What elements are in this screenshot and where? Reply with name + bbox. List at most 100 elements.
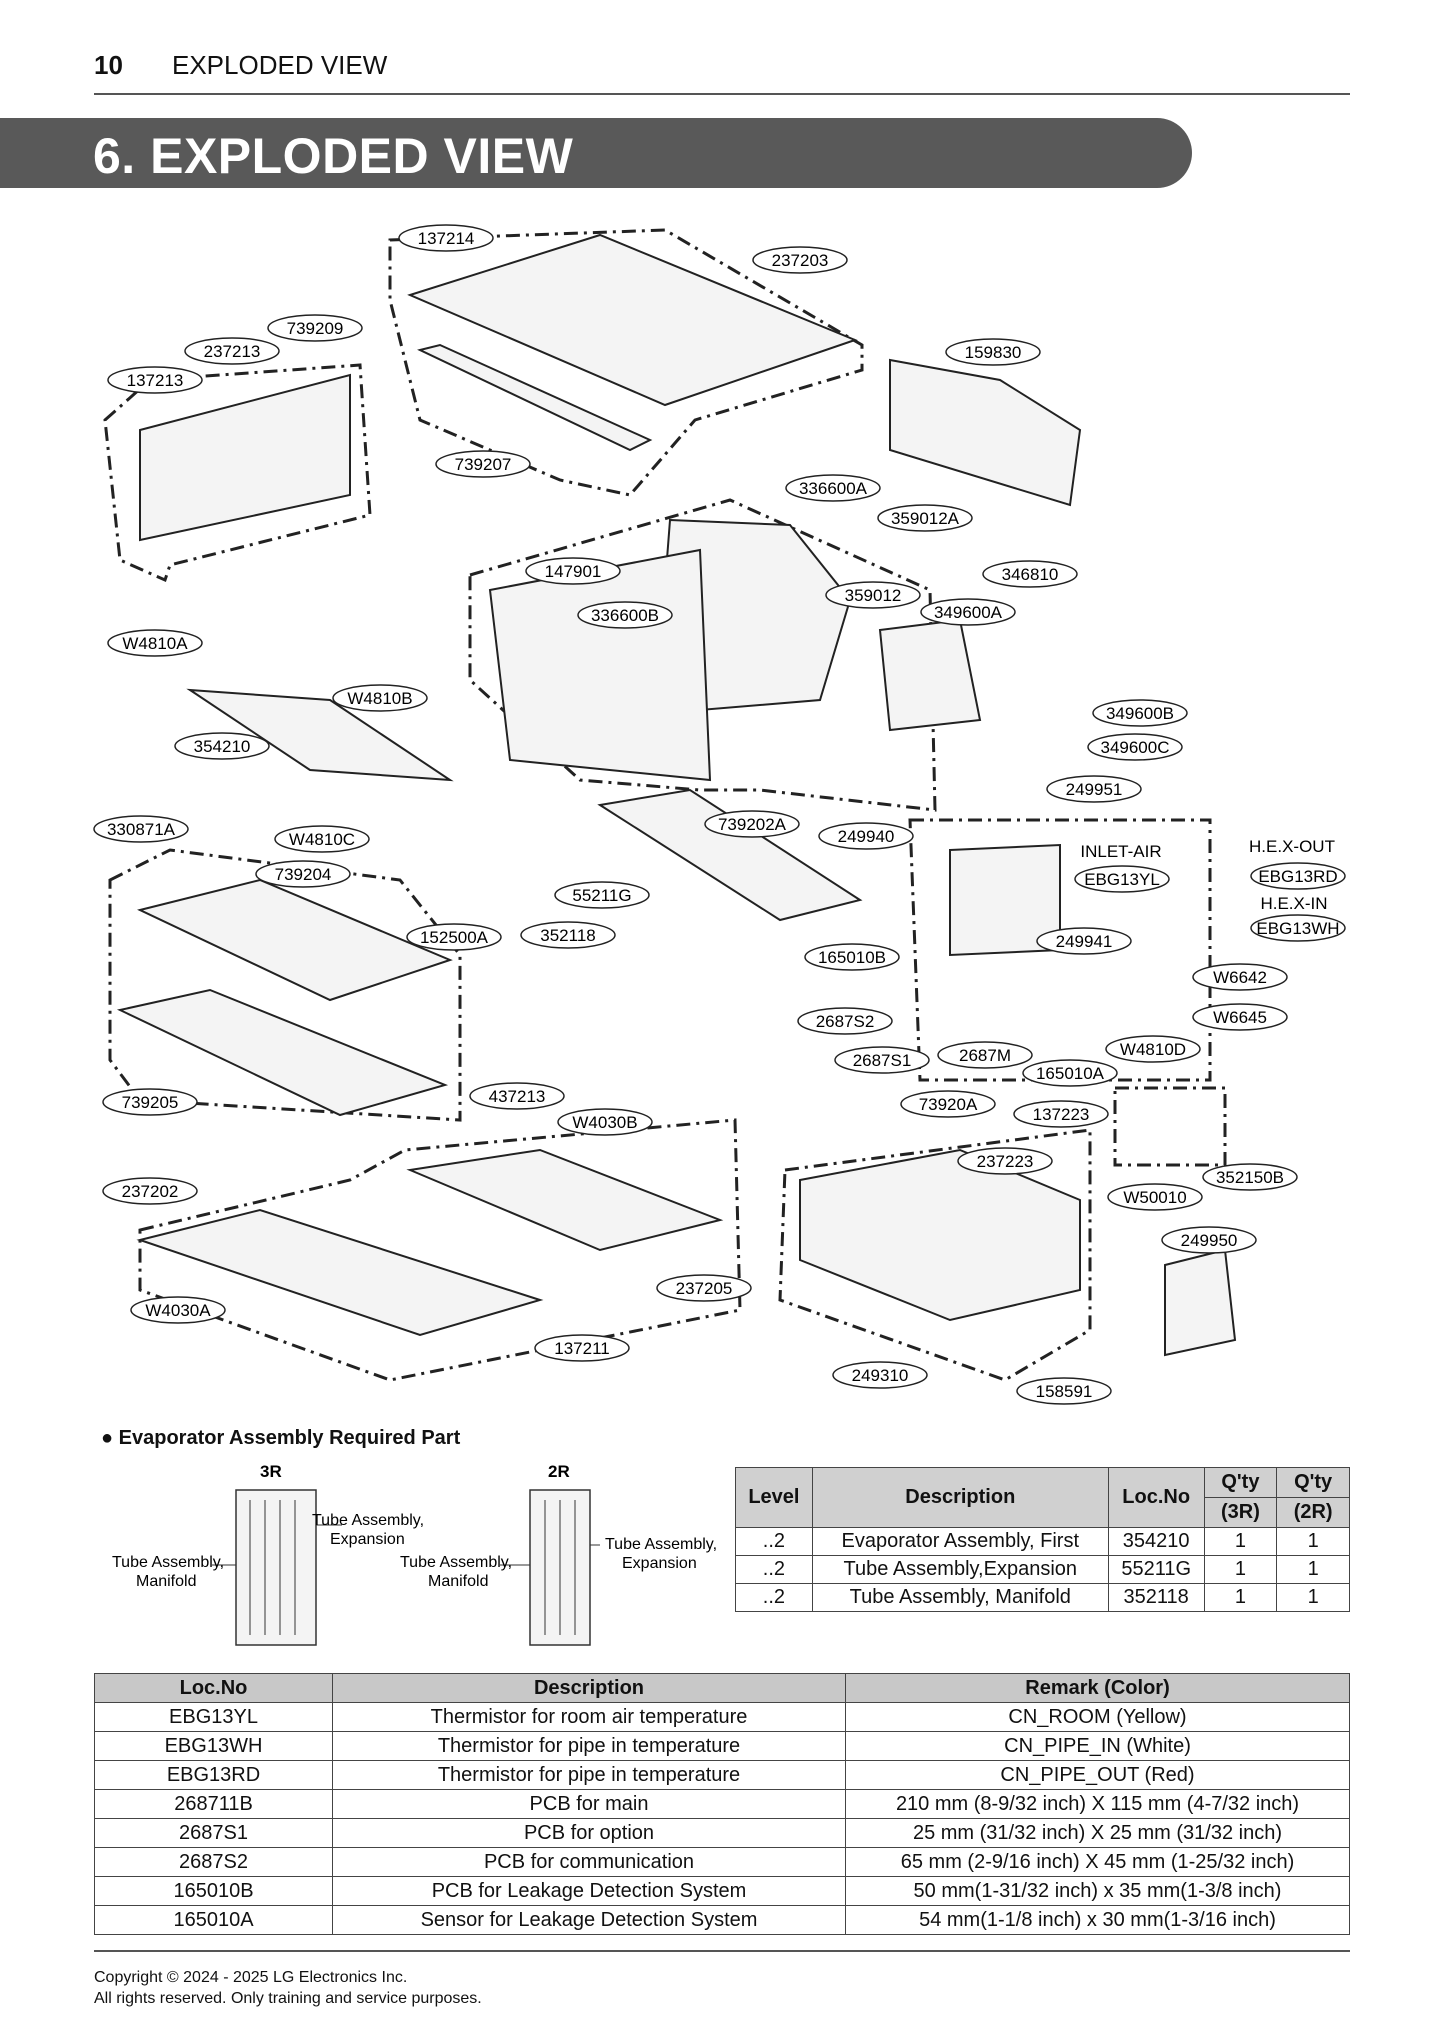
callout-22: 739202A xyxy=(704,810,800,838)
callout-43: 739205 xyxy=(102,1088,198,1116)
callout-bubble xyxy=(1046,775,1142,803)
callout-bubble xyxy=(1016,1377,1112,1405)
callout-bubble xyxy=(1161,1226,1257,1254)
location-cell: EBG13YL xyxy=(94,1702,333,1732)
drain-pan-lower-shape xyxy=(136,1208,544,1337)
callout-42: 165010A xyxy=(1022,1059,1118,1087)
callout-15: W4810B xyxy=(332,684,428,712)
callout-25: 55211G xyxy=(554,881,650,909)
callout-bubble xyxy=(834,1046,930,1074)
callout-bubble xyxy=(1036,927,1132,955)
col-level: Level xyxy=(735,1467,813,1528)
callout-label: 158591 xyxy=(1036,1382,1093,1401)
group-outline-control-box xyxy=(908,818,1212,1082)
location-cell: Thermistor for pipe in temperature xyxy=(332,1760,846,1790)
location-cell: PCB for main xyxy=(332,1789,846,1819)
group-outline-drain-pans xyxy=(138,1118,742,1382)
location-cell: 268711B xyxy=(94,1789,333,1819)
callout-47: W4030B xyxy=(557,1108,653,1136)
col-loc-remark: Remark (Color) xyxy=(845,1673,1350,1703)
callout-20: 330871A xyxy=(93,815,189,843)
callout-label: W4810C xyxy=(289,830,355,849)
inset-label-3r: 3R xyxy=(260,1462,282,1481)
callout-label: 249941 xyxy=(1056,932,1113,951)
callout-10: 346810 xyxy=(982,560,1078,588)
location-cell: PCB for communication xyxy=(332,1847,846,1877)
callout-45: 73920A xyxy=(900,1090,996,1118)
footer-divider xyxy=(94,1950,1350,1952)
callout-bubble xyxy=(102,1177,198,1205)
callout-28: H.E.X-OUT xyxy=(1249,837,1335,856)
callout-9: 147901 xyxy=(525,557,621,585)
location-cell: 165010B xyxy=(94,1876,333,1906)
callout-16: 349600B xyxy=(1092,699,1188,727)
required-part-cell: 55211G xyxy=(1107,1555,1205,1584)
location-cell: 65 mm (2-9/16 inch) X 45 mm (1-25/32 inc… xyxy=(845,1847,1350,1877)
callout-36: W6642 xyxy=(1192,963,1288,991)
col-loc-description: Description xyxy=(332,1673,846,1703)
callout-46: 137223 xyxy=(1013,1100,1109,1128)
required-part-cell: Tube Assembly, Manifold xyxy=(811,1583,1109,1612)
callout-35: 249941 xyxy=(1036,927,1132,955)
callout-56: 249310 xyxy=(832,1361,928,1389)
callout-label: 330871A xyxy=(107,820,176,839)
copyright-line-2: All rights reserved. Only training and s… xyxy=(94,1990,482,2007)
location-cell: 50 mm(1-31/32 inch) x 35 mm(1-3/8 inch) xyxy=(845,1876,1350,1906)
coil-3r-shape xyxy=(235,1489,317,1646)
section-banner: 6. EXPLODED VIEW xyxy=(0,118,1192,188)
callout-bubble xyxy=(797,1007,893,1035)
callout-label: 237213 xyxy=(204,342,261,361)
running-header: EXPLODED VIEW xyxy=(172,50,388,80)
callout-bubble xyxy=(832,1361,928,1389)
callout-51: W50010 xyxy=(1107,1183,1203,1211)
callout-label: 137223 xyxy=(1033,1105,1090,1124)
callout-37: 2687S2 xyxy=(797,1007,893,1035)
callout-bubble xyxy=(900,1090,996,1118)
callout-label: 354210 xyxy=(194,737,251,756)
callout-label: 739202A xyxy=(718,815,787,834)
location-cell: EBG13RD xyxy=(94,1760,333,1790)
callout-label: W4810D xyxy=(1120,1040,1186,1059)
col-qty-2r: Q'ty xyxy=(1276,1467,1350,1498)
required-part-cell: 354210 xyxy=(1107,1527,1205,1556)
callout-label: 152500A xyxy=(420,928,489,947)
callout-bubble xyxy=(1250,862,1346,890)
callout-label: 137214 xyxy=(418,229,475,248)
callout-label: 249950 xyxy=(1181,1231,1238,1250)
callout-bubble xyxy=(1105,1035,1201,1063)
callout-bubble xyxy=(1202,1163,1298,1191)
callout-bubble xyxy=(525,557,621,585)
callout-label: W6645 xyxy=(1213,1008,1267,1027)
callout-13: 336600B xyxy=(577,601,673,629)
location-cell: PCB for Leakage Detection System xyxy=(332,1876,846,1906)
callout-52: 249950 xyxy=(1161,1226,1257,1254)
callout-bubble xyxy=(1092,699,1188,727)
required-part-cell: 1 xyxy=(1203,1555,1278,1584)
callout-label: 739209 xyxy=(287,319,344,338)
callout-label: 137211 xyxy=(554,1339,609,1358)
callout-label: 237223 xyxy=(977,1152,1034,1171)
inset-expansion-3r: Tube Assembly,Expansion xyxy=(312,1512,424,1548)
callout-bubble xyxy=(534,1334,630,1362)
callout-label: 359012 xyxy=(845,586,902,605)
callout-bubble xyxy=(785,474,881,502)
callout-label: W50010 xyxy=(1123,1188,1186,1207)
top-panel-shape xyxy=(407,233,858,407)
rail-shape xyxy=(417,343,653,452)
required-part-cell: 1 xyxy=(1276,1527,1350,1556)
exploded-view-diagram: 1372142372037392092372131372131598307392… xyxy=(93,224,1346,1405)
callout-label: 237202 xyxy=(122,1182,179,1201)
callout-bubble xyxy=(398,224,494,252)
callout-bubble xyxy=(704,810,800,838)
callout-39: 2687M xyxy=(937,1041,1033,1069)
callout-bubble xyxy=(957,1147,1053,1175)
callout-7: 336600A xyxy=(785,474,881,502)
callout-label: 249310 xyxy=(852,1366,909,1385)
callout-label: 159830 xyxy=(965,343,1022,362)
callout-label: H.E.X-IN xyxy=(1260,894,1327,913)
